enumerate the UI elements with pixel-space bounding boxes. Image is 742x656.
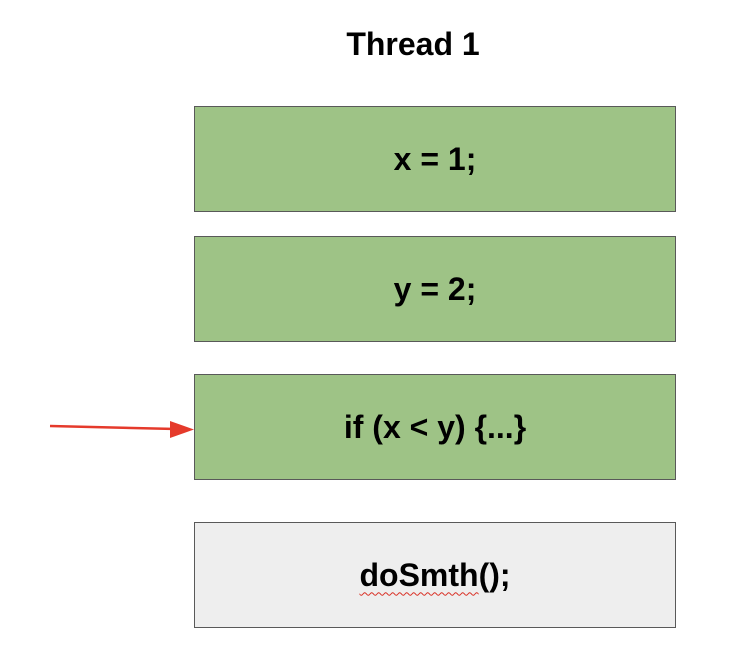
statement-block-1: x = 1; (194, 106, 676, 212)
arrow-shaft (49, 424, 177, 431)
statement-text: doSmth(); (359, 556, 511, 593)
arrow-head (170, 421, 194, 438)
statement-text: y = 2; (393, 270, 477, 307)
statement-block-4: doSmth(); (194, 522, 676, 628)
statement-block-3: if (x < y) {...} (194, 374, 676, 480)
thread-title: Thread 1 (346, 26, 480, 62)
statement-block-2: y = 2; (194, 236, 676, 342)
spellcheck-word: doSmth (359, 556, 479, 593)
statement-text: x = 1; (393, 140, 477, 177)
statement-text: if (x < y) {...} (343, 408, 527, 445)
